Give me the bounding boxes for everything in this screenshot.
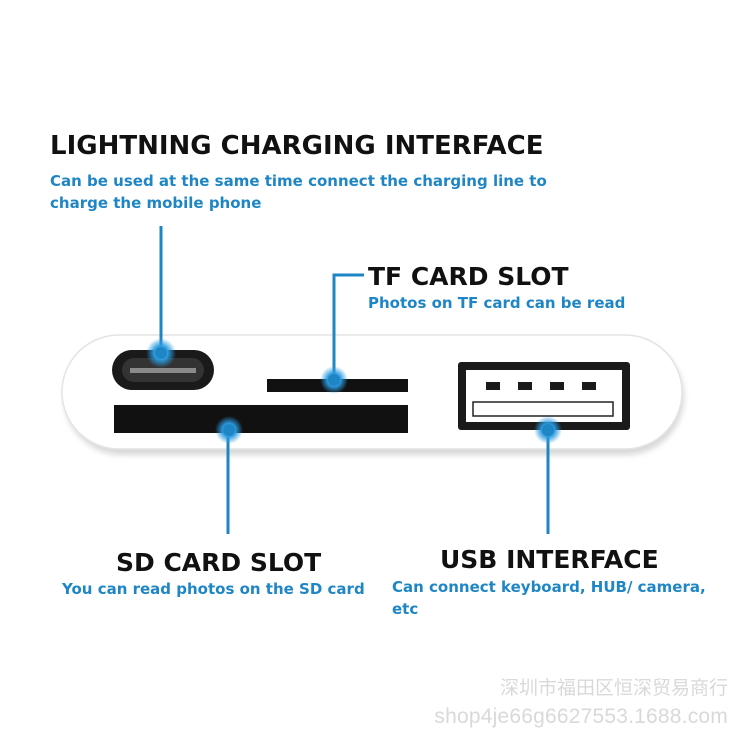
sd-card-description: You can read photos on the SD card — [62, 580, 365, 598]
usb-a-port — [458, 362, 630, 430]
sd-marker-dot — [215, 416, 243, 444]
usb-marker-dot — [534, 416, 562, 444]
usb-description: Can connect keyboard, HUB/ camera, etc — [392, 578, 706, 618]
usb-title: USB INTERFACE — [440, 545, 659, 574]
tf-card-description: Photos on TF card can be read — [368, 294, 626, 312]
lightning-title: LIGHTNING CHARGING INTERFACE — [50, 131, 544, 161]
lightning-description: Can be used at the same time connect the… — [50, 172, 547, 212]
usb-c-port — [112, 350, 214, 390]
sd-card-slot — [114, 405, 408, 433]
lightning-marker-dot — [146, 338, 176, 368]
tf-callout-line — [332, 273, 364, 378]
tf-card-title: TF CARD SLOT — [368, 262, 569, 291]
watermark-shop-name: 深圳市福田区恒深贸易商行 — [499, 678, 728, 699]
watermark: 深圳市福田区恒深贸易商行 shop4je66g6627553.1688.com — [434, 675, 728, 731]
watermark-shop-url: shop4je66g6627553.1688.com — [434, 705, 728, 728]
sd-card-title: SD CARD SLOT — [116, 548, 322, 577]
tf-marker-dot — [320, 366, 348, 394]
